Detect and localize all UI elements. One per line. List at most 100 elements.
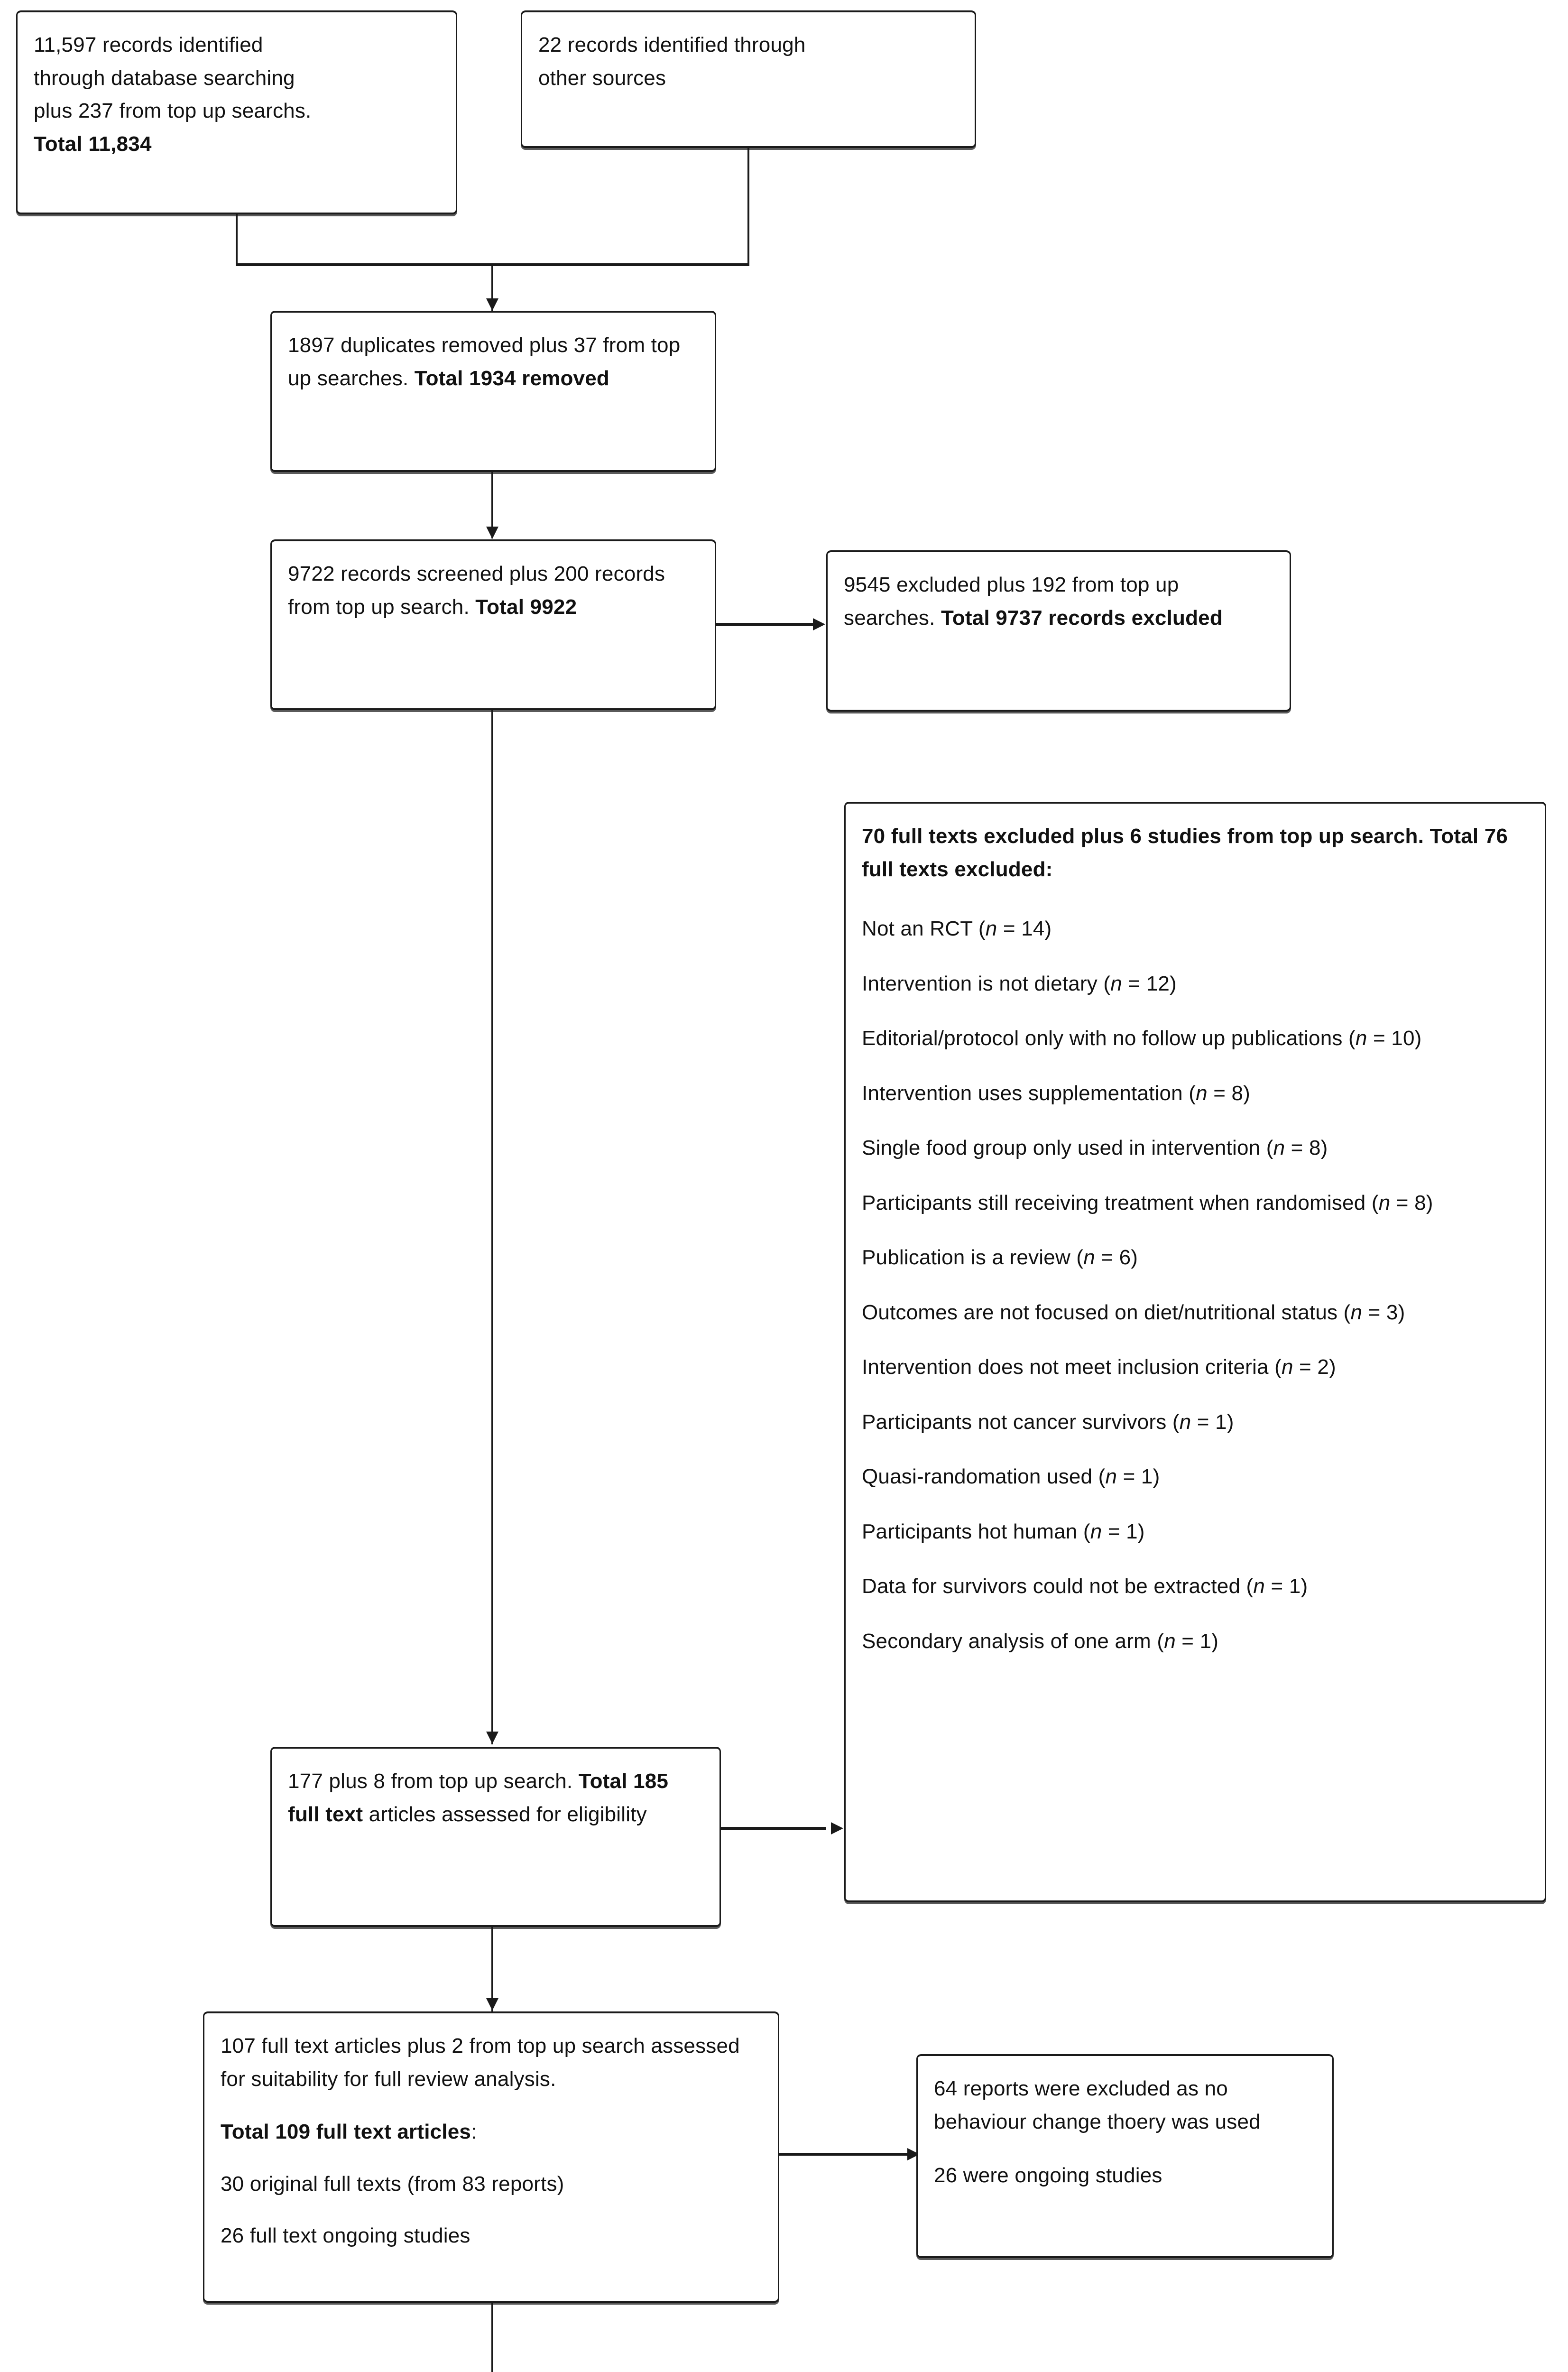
- reason-item: Publication is a review (n = 6): [862, 1241, 1529, 1274]
- reason-text: Intervention does not meet inclusion cri…: [862, 1355, 1282, 1379]
- reason-count: = 14): [997, 917, 1052, 941]
- reason-text: Secondary analysis of one arm (: [862, 1629, 1164, 1653]
- reason-n-italic: n: [1273, 1136, 1285, 1160]
- reason-text: Participants still receiving treatment w…: [862, 1191, 1379, 1214]
- reason-count: = 1): [1175, 1629, 1219, 1653]
- reason-count: = 8): [1285, 1136, 1328, 1160]
- reason-count: = 2): [1293, 1355, 1336, 1379]
- arrowhead-to-eligibility: [486, 1732, 498, 1744]
- reason-count: = 1): [1102, 1520, 1145, 1543]
- screened-total: Total 9922: [475, 595, 577, 619]
- reason-text: Participants hot human (: [862, 1520, 1090, 1543]
- reason-item: Participants not cancer survivors (n = 1…: [862, 1406, 1529, 1439]
- arrowhead-to-records-excluded: [813, 618, 825, 630]
- box-records-identified-other-sources: 22 records identified through other sour…: [521, 10, 976, 148]
- reason-item: Quasi-randomation used (n = 1): [862, 1460, 1529, 1493]
- suit-para-3: 30 original full texts (from 83 reports): [221, 2172, 564, 2196]
- box-records-screened: 9722 records screened plus 200 records f…: [270, 539, 716, 710]
- reason-count: = 1): [1191, 1410, 1234, 1434]
- reason-item: Intervention uses supplementation (n = 8…: [862, 1077, 1529, 1110]
- reason-text: Participants not cancer survivors (: [862, 1410, 1180, 1434]
- excl-total: Total 9737 records excluded: [941, 606, 1223, 630]
- reason-text: Not an RCT (: [862, 917, 986, 941]
- connector-db-down: [236, 214, 238, 265]
- reason-n-italic: n: [1164, 1629, 1176, 1653]
- connector-suitability-to-reports-excluded: [779, 2153, 911, 2156]
- connector-duplicates-to-screened: [491, 472, 493, 538]
- connector-other-down: [747, 148, 749, 265]
- box-records-excluded: 9545 excluded plus 192 from top up searc…: [826, 550, 1291, 712]
- reason-n-italic: n: [1090, 1520, 1102, 1543]
- reason-count: = 10): [1367, 1027, 1422, 1050]
- reason-text: Data for survivors could not be extracte…: [862, 1575, 1254, 1598]
- db-total: Total 11,834: [34, 132, 152, 156]
- reason-n-italic: n: [1355, 1027, 1367, 1050]
- reason-count: = 6): [1095, 1246, 1138, 1269]
- reason-n-italic: n: [1105, 1465, 1117, 1489]
- box-full-texts-excluded-reasons: 70 full texts excluded plus 6 studies fr…: [844, 802, 1546, 1902]
- reason-item: Not an RCT (n = 14): [862, 912, 1529, 945]
- elig-bold: Total 185 full text: [288, 1770, 669, 1826]
- other-line-2: other sources: [538, 66, 666, 90]
- reason-text: Single food group only used in intervent…: [862, 1136, 1273, 1160]
- reason-count: = 12): [1122, 972, 1177, 995]
- reason-item: Intervention is not dietary (n = 12): [862, 967, 1529, 1001]
- arrowhead-to-suitability: [486, 1998, 498, 2011]
- reason-item: Outcomes are not focused on diet/nutriti…: [862, 1296, 1529, 1329]
- box-records-identified-database-searching: 11,597 records identified through databa…: [16, 10, 457, 214]
- connector-suitability-to-included: [491, 2303, 493, 2372]
- arrowhead-to-full-texts-excluded: [831, 1822, 843, 1835]
- reasons-list: Not an RCT (n = 14) Intervention is not …: [862, 912, 1529, 1658]
- other-line-1: 22 records identified through: [538, 33, 806, 56]
- suit-para-4: 26 full text ongoing studies: [221, 2224, 470, 2248]
- reason-text: Intervention uses supplementation (: [862, 1081, 1196, 1105]
- rep-excl-para-1: 64 reports were excluded as no behaviour…: [934, 2077, 1261, 2133]
- reason-text: Quasi-randomation used (: [862, 1465, 1106, 1489]
- connector-screened-to-excluded: [716, 623, 816, 626]
- reason-n-italic: n: [1350, 1300, 1363, 1324]
- elig-plain-1: 177 plus 8 from top up search.: [288, 1770, 579, 1793]
- reason-item: Data for survivors could not be extracte…: [862, 1570, 1529, 1603]
- reason-text: Outcomes are not focused on diet/nutriti…: [862, 1300, 1351, 1324]
- excl-plain: 9545 excluded plus 192 from top up searc…: [844, 573, 1179, 630]
- dup-plain: 1897 duplicates removed plus 37 from top…: [288, 334, 681, 390]
- reason-text: Intervention is not dietary (: [862, 972, 1111, 995]
- suit-para-1: 107 full text articles plus 2 from top u…: [221, 2034, 740, 2091]
- reason-text: Publication is a review (: [862, 1246, 1084, 1269]
- reason-count: = 1): [1117, 1465, 1160, 1489]
- reason-count: = 3): [1362, 1300, 1405, 1324]
- reason-item: Secondary analysis of one arm (n = 1): [862, 1625, 1529, 1658]
- connector-merge-down: [491, 263, 493, 311]
- reason-item: Single food group only used in intervent…: [862, 1131, 1529, 1165]
- reason-item: Participants still receiving treatment w…: [862, 1186, 1529, 1220]
- reason-count: = 8): [1207, 1081, 1251, 1105]
- arrowhead-to-screened: [486, 527, 498, 539]
- reason-text: Editorial/protocol only with no follow u…: [862, 1027, 1356, 1050]
- box-eligibility: 177 plus 8 from top up search. Total 185…: [270, 1747, 721, 1927]
- screened-plain: 9722 records screened plus 200 records f…: [288, 562, 665, 619]
- reason-count: = 8): [1390, 1191, 1433, 1214]
- reason-count: = 1): [1265, 1575, 1308, 1598]
- reason-n-italic: n: [1083, 1246, 1095, 1269]
- reason-n-italic: n: [1281, 1355, 1293, 1379]
- reason-item: Editorial/protocol only with no follow u…: [862, 1022, 1529, 1055]
- reason-n-italic: n: [1110, 972, 1122, 995]
- db-line-2: through database searching: [34, 66, 295, 90]
- arrowhead-to-duplicates: [486, 298, 498, 311]
- suit-total: Total 109 full text articles: [221, 2120, 471, 2144]
- reasons-header: 70 full texts excluded plus 6 studies fr…: [862, 825, 1508, 881]
- elig-plain-2: articles assessed for eligibility: [363, 1802, 647, 1826]
- reason-n-italic: n: [1196, 1081, 1208, 1105]
- reason-n-italic: n: [1179, 1410, 1191, 1434]
- connector-eligibility-to-full-texts-excluded: [721, 1827, 826, 1830]
- db-line-1: 11,597 records identified: [34, 33, 263, 56]
- reason-item: Intervention does not meet inclusion cri…: [862, 1351, 1529, 1384]
- box-reports-excluded: 64 reports were excluded as no behaviour…: [916, 2054, 1334, 2258]
- reason-n-italic: n: [1253, 1575, 1265, 1598]
- box-duplicates-removed: 1897 duplicates removed plus 37 from top…: [270, 311, 716, 472]
- reason-n-italic: n: [985, 917, 997, 941]
- db-line-3: plus 237 from top up searchs.: [34, 99, 312, 123]
- box-suitability: 107 full text articles plus 2 from top u…: [203, 2011, 779, 2303]
- connector-eligibility-to-suitability: [491, 1927, 493, 2012]
